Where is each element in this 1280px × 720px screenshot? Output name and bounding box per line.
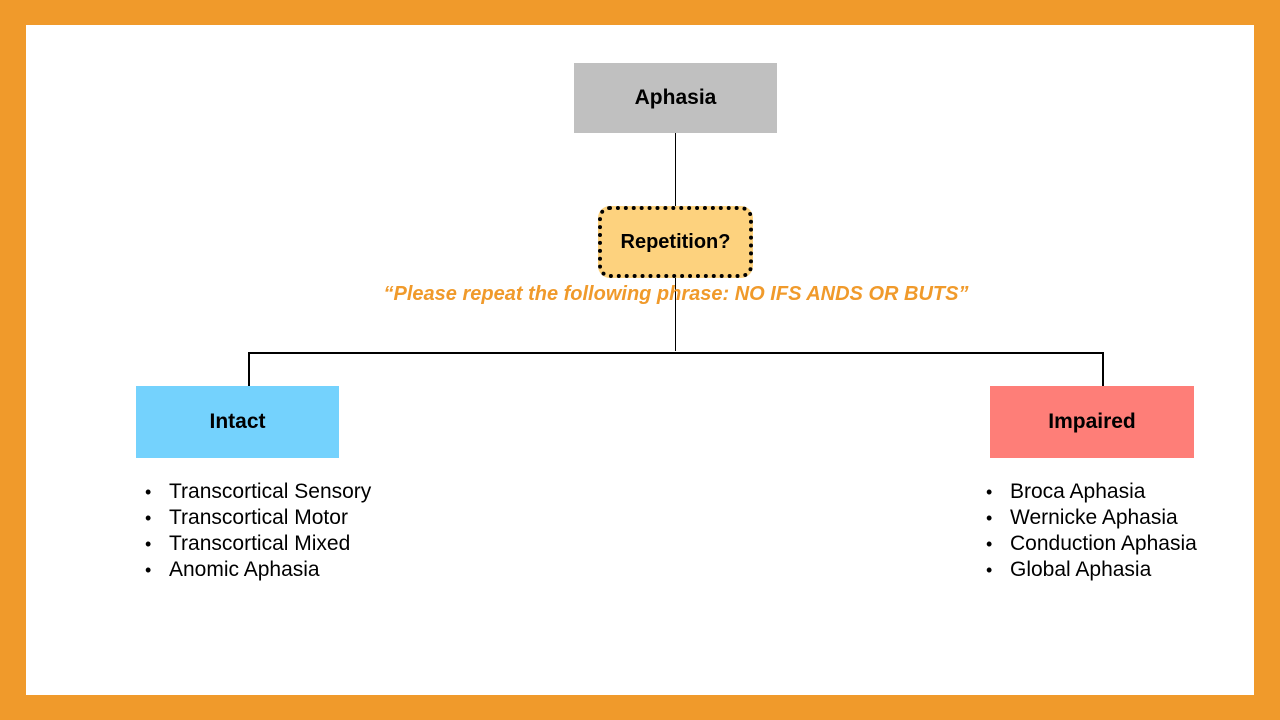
intact-aphasia-list: Transcortical Sensory Transcortical Moto… — [137, 479, 371, 583]
root-node-aphasia: Aphasia — [574, 63, 777, 133]
branch-node-intact: Intact — [136, 386, 339, 458]
list-item: Wernicke Aphasia — [978, 505, 1197, 531]
list-item: Broca Aphasia — [978, 479, 1197, 505]
repetition-prompt-text: “Please repeat the following phrase: NO … — [383, 283, 969, 305]
connector-to-impaired — [1102, 352, 1104, 386]
connector-question-to-branch — [675, 278, 676, 351]
connector-root-to-question — [675, 133, 676, 206]
question-node-repetition: Repetition? — [598, 206, 753, 278]
list-item: Transcortical Mixed — [137, 531, 371, 557]
impaired-aphasia-list: Broca Aphasia Wernicke Aphasia Conductio… — [978, 479, 1197, 583]
connector-horizontal — [248, 352, 1103, 354]
list-item: Conduction Aphasia — [978, 531, 1197, 557]
list-item: Transcortical Sensory — [137, 479, 371, 505]
branch-node-impaired: Impaired — [990, 386, 1194, 458]
list-item: Transcortical Motor — [137, 505, 371, 531]
connector-to-intact — [248, 352, 250, 386]
slide-canvas: Aphasia Repetition? “Please repeat the f… — [26, 25, 1254, 695]
list-item: Global Aphasia — [978, 557, 1197, 583]
list-item: Anomic Aphasia — [137, 557, 371, 583]
